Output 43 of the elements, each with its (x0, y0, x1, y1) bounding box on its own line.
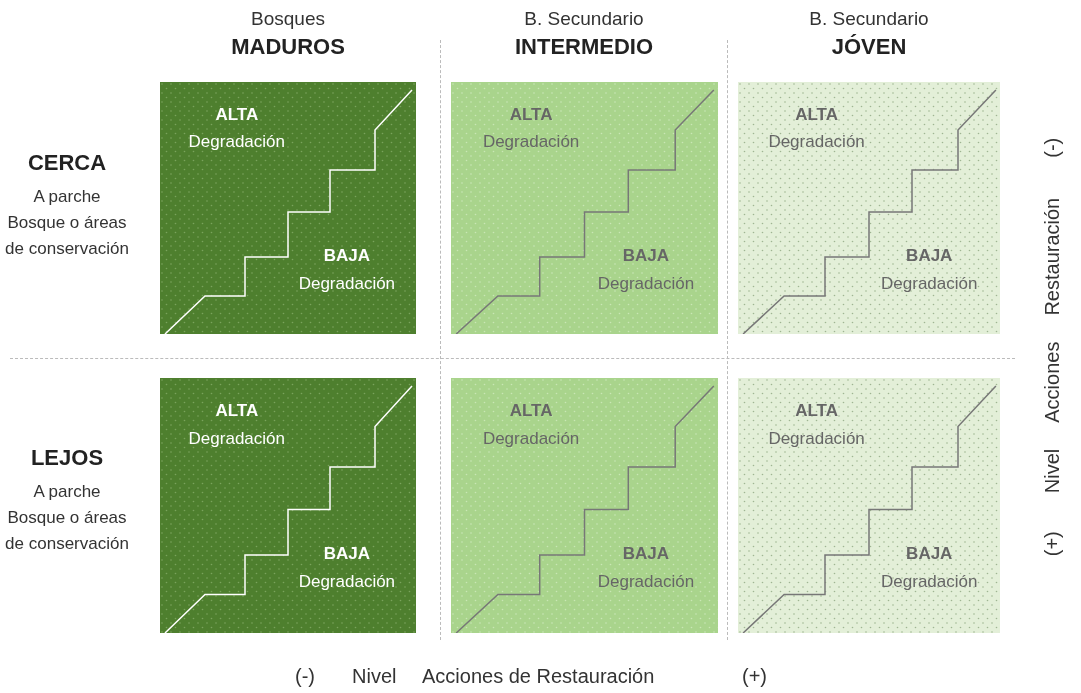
level-text: Degradación (768, 429, 865, 450)
column-title: MADUROS (231, 34, 345, 60)
row-title: CERCA (27, 150, 107, 176)
axis-text: Restauración (1040, 197, 1064, 316)
column-subtitle: B. Secundario (809, 8, 929, 30)
column-title: JÓVEN (831, 34, 907, 60)
axis-text: Acciones (1040, 341, 1064, 423)
level-heading: BAJA (906, 543, 953, 564)
level-text: Degradación (482, 429, 580, 450)
level-heading: ALTA (795, 104, 838, 125)
level-text: Degradación (298, 273, 396, 294)
axis-text: Nivel (1040, 448, 1064, 494)
axis-sign: (+) (742, 665, 767, 688)
level-text: Degradación (881, 273, 978, 294)
row-subtitle: A parche Bosque o áreas de conservación (4, 481, 130, 555)
level-text: Degradación (298, 572, 396, 592)
level-text: Degradación (188, 132, 285, 153)
level-text: Degradación (597, 572, 695, 592)
level-heading: BAJA (622, 543, 670, 564)
column-title: INTERMEDIO (514, 34, 654, 60)
level-heading: BAJA (323, 543, 370, 564)
axis-sign: (-) (295, 665, 315, 688)
level-heading: BAJA (906, 245, 953, 266)
axis-sign: (+) (1040, 531, 1064, 557)
level-heading: ALTA (509, 401, 553, 422)
column-subtitle: B. Secundario (524, 8, 644, 30)
level-heading: ALTA (215, 401, 259, 422)
level-text: Degradación (188, 429, 285, 450)
axis-text: Acciones de Restauración (422, 665, 655, 688)
level-text: Degradación (768, 132, 865, 153)
level-heading: ALTA (509, 104, 553, 125)
level-text: Degradación (482, 132, 580, 153)
axis-sign: (-) (1040, 137, 1064, 158)
level-text: Degradación (881, 572, 978, 592)
row-title: LEJOS (30, 445, 104, 471)
level-heading: ALTA (215, 104, 259, 125)
column-subtitle: Bosques (251, 8, 325, 30)
level-heading: BAJA (323, 245, 370, 266)
level-heading: BAJA (622, 245, 670, 266)
row-subtitle: A parche Bosque o áreas de conservación (4, 186, 130, 260)
axis-text: Nivel (352, 665, 397, 688)
level-heading: ALTA (795, 401, 838, 422)
level-text: Degradación (597, 273, 695, 294)
